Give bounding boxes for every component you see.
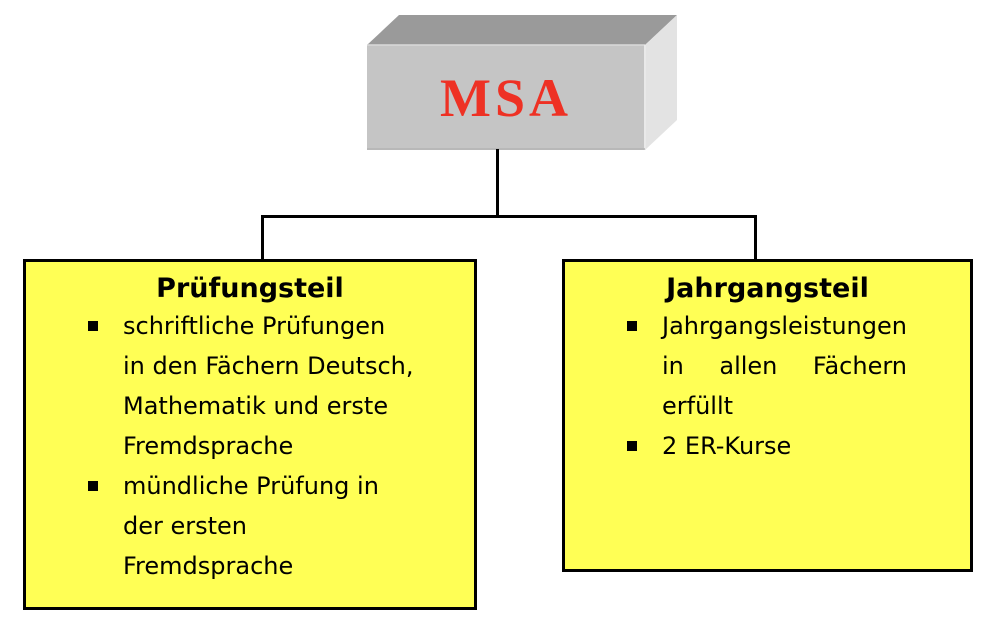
text-line: in allen Fächern xyxy=(662,346,907,386)
bullet-square-icon xyxy=(88,321,98,331)
bullet-item-text: 2 ER-Kurse xyxy=(662,426,970,466)
text-line: mündliche Prüfung in xyxy=(123,472,379,500)
connector-left-vertical xyxy=(261,215,264,263)
connector-horizontal-bar xyxy=(261,215,757,218)
bullet-item: schriftliche Prüfungen in den Fächern Deu… xyxy=(26,306,474,466)
text-line: schriftliche Prüfungen xyxy=(123,312,386,340)
bullet-square-icon xyxy=(627,321,637,331)
bullet-square-icon xyxy=(627,441,637,451)
connector-right-vertical xyxy=(754,215,757,263)
justified-word: allen xyxy=(719,352,778,380)
pruefungsteil-box: Prüfungsteil schriftliche Prüfungen in de… xyxy=(23,259,477,610)
cube-top-face xyxy=(367,15,677,45)
pruefungsteil-title: Prüfungsteil xyxy=(156,273,344,304)
text-line: Mathematik und erste xyxy=(123,392,389,420)
connector-root-vertical xyxy=(496,149,499,218)
msa-3d-box xyxy=(367,15,677,150)
text-line: Fremdsprache xyxy=(123,552,294,580)
bullet-item: Jahrgangsleistungen in allen Fächern erfüllt xyxy=(565,306,970,426)
text-line: erfüllt xyxy=(662,392,734,420)
text-line: der ersten xyxy=(123,512,248,540)
jahrgangsteil-list: Jahrgangsleistungen in allen Fächern erfüllt… xyxy=(565,306,970,466)
text-line: in den Fächern Deutsch, xyxy=(123,352,414,380)
bullet-item-text: Jahrgangsleistungen in allen Fächern erfüllt xyxy=(662,306,970,426)
bullet-item-text: schriftliche Prüfungen in den Fächern Deu… xyxy=(123,306,474,466)
bullet-item: 2 ER-Kurse xyxy=(565,426,970,466)
jahrgangsteil-title: Jahrgangsteil xyxy=(666,273,869,304)
cube-front-face xyxy=(367,45,645,150)
text-line: Jahrgangsleistungen xyxy=(662,312,907,340)
justified-word: Fächern xyxy=(812,352,907,380)
bullet-square-icon xyxy=(88,481,98,491)
justified-word: in xyxy=(662,352,684,380)
cube-side-face xyxy=(645,15,677,150)
msa-label: MSA xyxy=(440,67,572,128)
text-line: Fremdsprache xyxy=(123,432,294,460)
pruefungsteil-list: schriftliche Prüfungen in den Fächern Deu… xyxy=(26,306,474,586)
jahrgangsteil-box: Jahrgangsteil Jahrgangsleistungen in allen… xyxy=(562,259,973,572)
text-line: 2 ER-Kurse xyxy=(662,432,792,460)
